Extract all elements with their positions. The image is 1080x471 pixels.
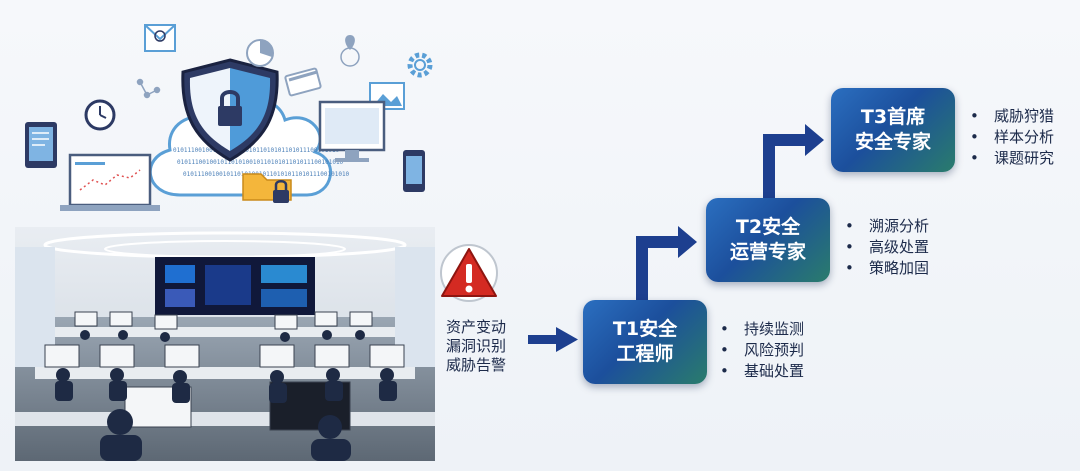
operations-center-photo [15,227,435,461]
tier-t1-duties: 持续监测 风险预判 基础处置 [716,319,804,382]
phone-icon [403,150,425,192]
tablet-icon [25,122,57,168]
duty-item: 风险预判 [716,340,804,361]
tier-t3-duties: 威胁狩猎 样本分析 课题研究 [966,106,1054,169]
tier-t1-title-line2: 工程师 [616,343,674,365]
warning-icon [436,244,502,306]
monitor-icon [318,100,386,162]
tier-t1-title-line1: T1安全 [612,318,678,340]
laptop-icon [60,153,160,211]
tier-t3-box: T3首席 安全专家 [831,88,955,172]
duty-item: 持续监测 [716,319,804,340]
duty-item: 基础处置 [716,361,804,382]
tier-t2-duties: 溯源分析 高级处置 策略加固 [841,216,929,279]
binary-text: 0101110010010110101001011010101101011100… [177,159,344,166]
shield-lock-icon [181,58,279,162]
location-pin-icon [340,35,360,67]
network-icon [136,78,161,99]
duty-item: 溯源分析 [841,216,929,237]
threat-input-list: 资产变动 漏洞识别 威胁告警 [446,318,526,375]
envelope-icon [144,24,176,52]
threat-item: 漏洞识别 [446,337,507,355]
binary-text-3: 0101110010010110101001011010101101011100… [173,147,340,154]
security-illustration: 0101110010010110101001011010101101011100… [15,10,455,215]
arrow-t2-to-t3 [763,124,824,198]
arrow-t1-to-t2 [636,226,697,300]
duty-item: 课题研究 [966,148,1054,169]
duty-item: 威胁狩猎 [966,106,1054,127]
tier-t2-title-line1: T2安全 [735,216,801,238]
clock-icon [84,99,116,131]
threat-item: 威胁告警 [446,356,507,374]
binary-text-2: 0101110010010110101001011010101101011100… [183,171,350,178]
duty-item: 策略加固 [841,258,929,279]
tier-t2-box: T2安全 运营专家 [706,198,830,282]
arrow-threats-to-t1 [528,327,578,352]
tier-t3-title-line2: 安全专家 [854,131,931,153]
folder-lock-icon [242,173,292,203]
duty-item: 高级处置 [841,237,929,258]
pie-chart-icon [246,39,274,67]
tier-t1-box: T1安全 工程师 [583,300,707,384]
tier-t3-title-line1: T3首席 [860,106,926,128]
threat-item: 资产变动 [446,318,507,336]
gear-icon [407,52,433,78]
credit-card-icon [284,67,322,97]
duty-item: 样本分析 [966,127,1054,148]
tier-t2-title-line2: 运营专家 [729,241,806,263]
